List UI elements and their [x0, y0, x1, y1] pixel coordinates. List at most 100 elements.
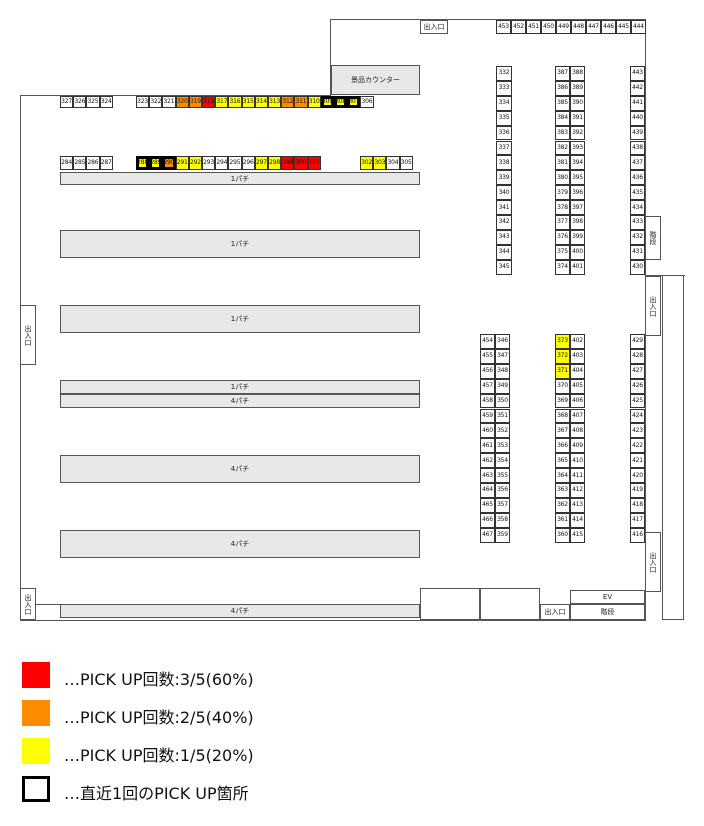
machine-397[interactable]: 397: [570, 200, 585, 215]
machine-369[interactable]: 369: [555, 393, 570, 409]
machine-335[interactable]: 335: [496, 110, 512, 126]
machine-292[interactable]: 292: [188, 156, 202, 170]
machine-430[interactable]: 430: [630, 259, 645, 275]
machine-289[interactable]: 289: [149, 156, 163, 170]
exit-right-lower[interactable]: 出入口: [645, 532, 661, 592]
machine-290[interactable]: 290: [162, 156, 176, 170]
machine-284[interactable]: 284: [60, 156, 74, 170]
machine-312[interactable]: 312: [281, 96, 295, 108]
machine-351[interactable]: 351: [495, 408, 510, 424]
machine-404[interactable]: 404: [570, 363, 585, 379]
machine-286[interactable]: 286: [86, 156, 100, 170]
machine-318[interactable]: 318: [202, 96, 216, 108]
machine-386[interactable]: 386: [555, 80, 570, 96]
machine-353[interactable]: 353: [495, 438, 510, 454]
machine-344[interactable]: 344: [496, 244, 512, 260]
machine-388[interactable]: 388: [570, 66, 585, 81]
machine-342[interactable]: 342: [496, 215, 512, 230]
machine-317[interactable]: 317: [215, 96, 229, 108]
machine-348[interactable]: 348: [495, 363, 510, 379]
machine-433[interactable]: 433: [630, 215, 645, 230]
machine-428[interactable]: 428: [630, 348, 645, 364]
machine-439[interactable]: 439: [630, 125, 645, 141]
exit-top[interactable]: 出入口: [420, 20, 448, 34]
machine-438[interactable]: 438: [630, 140, 645, 156]
machine-333[interactable]: 333: [496, 80, 512, 96]
machine-463[interactable]: 463: [480, 468, 495, 483]
machine-316[interactable]: 316: [228, 96, 242, 108]
machine-309[interactable]: 309: [320, 96, 334, 108]
machine-324[interactable]: 324: [99, 96, 113, 108]
machine-339[interactable]: 339: [496, 170, 512, 186]
machine-417[interactable]: 417: [630, 512, 645, 528]
machine-305[interactable]: 305: [399, 156, 413, 170]
machine-454[interactable]: 454: [480, 334, 495, 349]
machine-416[interactable]: 416: [630, 527, 645, 543]
machine-403[interactable]: 403: [570, 348, 585, 364]
machine-340[interactable]: 340: [496, 185, 512, 201]
machine-293[interactable]: 293: [202, 156, 216, 170]
machine-319[interactable]: 319: [188, 96, 202, 108]
machine-302[interactable]: 302: [360, 156, 374, 170]
machine-294[interactable]: 294: [215, 156, 229, 170]
machine-379[interactable]: 379: [555, 185, 570, 201]
exit-left-bottom[interactable]: 出入口: [20, 588, 36, 620]
machine-313[interactable]: 313: [268, 96, 282, 108]
machine-408[interactable]: 408: [570, 423, 585, 439]
machine-322[interactable]: 322: [149, 96, 163, 108]
machine-448[interactable]: 448: [571, 20, 586, 34]
machine-327[interactable]: 327: [60, 96, 74, 108]
machine-451[interactable]: 451: [526, 20, 541, 34]
machine-450[interactable]: 450: [541, 20, 556, 34]
machine-423[interactable]: 423: [630, 423, 645, 439]
machine-394[interactable]: 394: [570, 155, 585, 171]
machine-352[interactable]: 352: [495, 423, 510, 439]
machine-426[interactable]: 426: [630, 378, 645, 394]
machine-425[interactable]: 425: [630, 393, 645, 409]
machine-391[interactable]: 391: [570, 110, 585, 126]
machine-456[interactable]: 456: [480, 363, 495, 379]
machine-427[interactable]: 427: [630, 363, 645, 379]
machine-356[interactable]: 356: [495, 483, 510, 498]
machine-325[interactable]: 325: [86, 96, 100, 108]
machine-365[interactable]: 365: [555, 453, 570, 469]
machine-410[interactable]: 410: [570, 453, 585, 469]
machine-418[interactable]: 418: [630, 497, 645, 513]
machine-334[interactable]: 334: [496, 95, 512, 111]
machine-382[interactable]: 382: [555, 140, 570, 156]
machine-299[interactable]: 299: [281, 156, 295, 170]
machine-332[interactable]: 332: [496, 66, 512, 81]
machine-338[interactable]: 338: [496, 155, 512, 171]
exit-left-mid[interactable]: 出入口: [20, 305, 36, 365]
machine-432[interactable]: 432: [630, 229, 645, 245]
exit-right-upper[interactable]: 出入口: [645, 276, 661, 336]
machine-357[interactable]: 357: [495, 497, 510, 513]
machine-440[interactable]: 440: [630, 110, 645, 126]
machine-337[interactable]: 337: [496, 140, 512, 156]
machine-446[interactable]: 446: [601, 20, 616, 34]
machine-460[interactable]: 460: [480, 423, 495, 439]
machine-390[interactable]: 390: [570, 95, 585, 111]
machine-360[interactable]: 360: [555, 527, 570, 543]
machine-461[interactable]: 461: [480, 438, 495, 454]
machine-414[interactable]: 414: [570, 512, 585, 528]
machine-377[interactable]: 377: [555, 215, 570, 230]
machine-424[interactable]: 424: [630, 408, 645, 424]
machine-341[interactable]: 341: [496, 200, 512, 215]
machine-387[interactable]: 387: [555, 66, 570, 81]
machine-389[interactable]: 389: [570, 80, 585, 96]
machine-422[interactable]: 422: [630, 438, 645, 454]
machine-285[interactable]: 285: [73, 156, 87, 170]
machine-437[interactable]: 437: [630, 155, 645, 171]
machine-444[interactable]: 444: [631, 20, 646, 34]
machine-385[interactable]: 385: [555, 95, 570, 111]
machine-412[interactable]: 412: [570, 483, 585, 498]
machine-409[interactable]: 409: [570, 438, 585, 454]
machine-347[interactable]: 347: [495, 348, 510, 364]
machine-381[interactable]: 381: [555, 155, 570, 171]
machine-434[interactable]: 434: [630, 200, 645, 215]
machine-419[interactable]: 419: [630, 483, 645, 498]
machine-288[interactable]: 288: [136, 156, 150, 170]
machine-370[interactable]: 370: [555, 378, 570, 394]
machine-406[interactable]: 406: [570, 393, 585, 409]
